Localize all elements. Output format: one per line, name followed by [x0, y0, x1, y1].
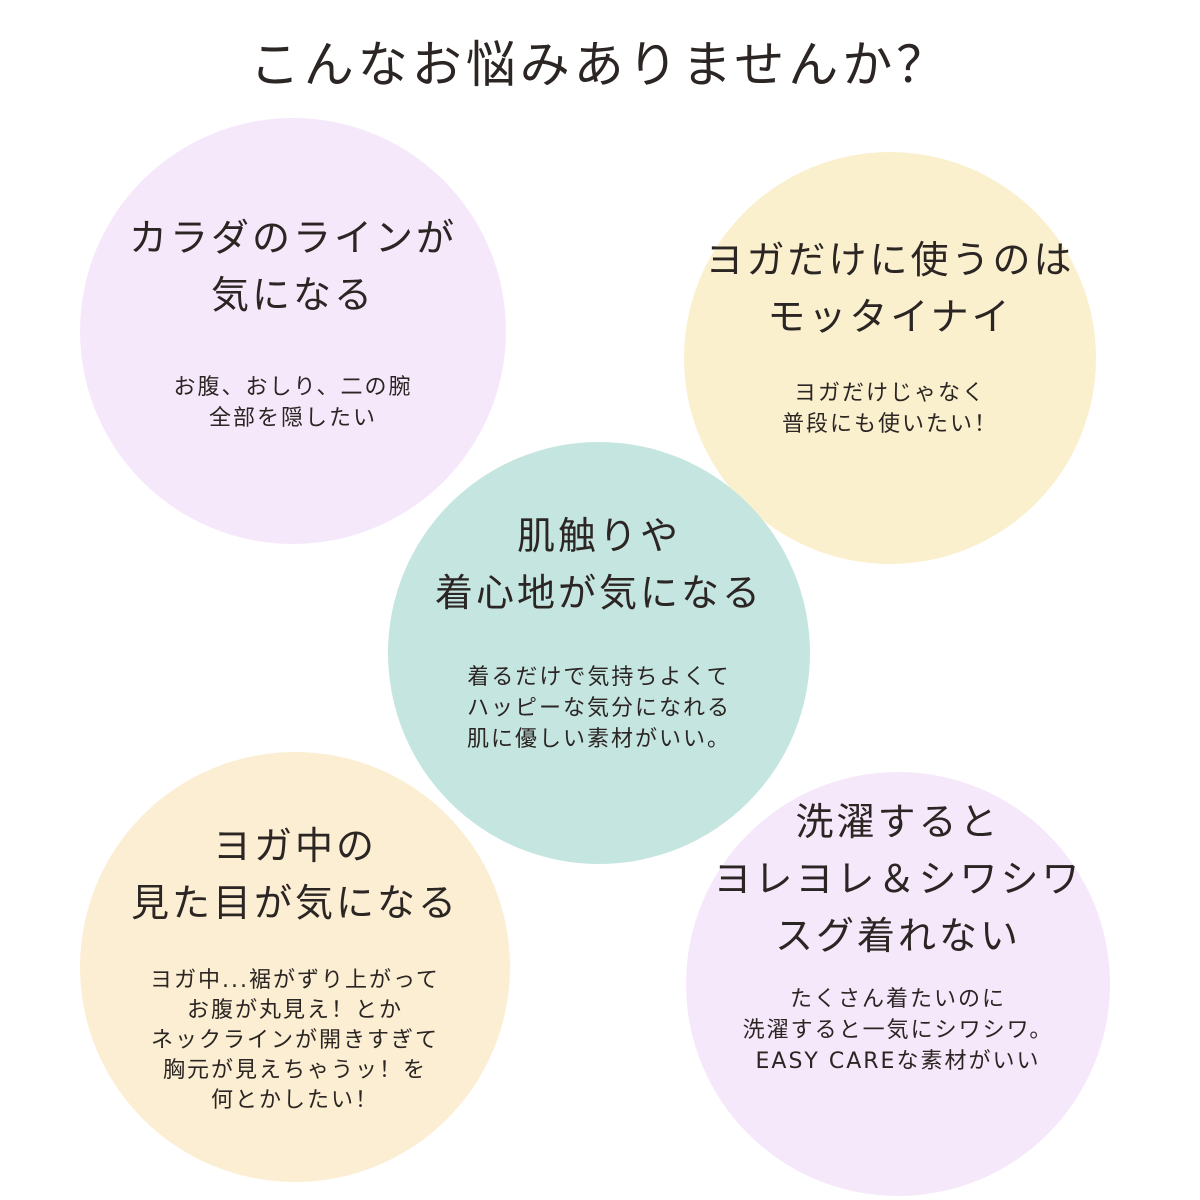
concern-circle-everyday-use: ヨガだけに使うのは モッタイナイ ヨガだけじゃなく 普段にも使いたい！	[684, 152, 1096, 564]
concern-heading-line: ヨレヨレ＆シワシワ	[713, 857, 1083, 901]
concern-heading: ヨガ中の 見た目が気になる	[80, 818, 510, 932]
concern-description: 着るだけで気持ちよくて ハッピーな気分になれる 肌に優しい素材がいい。	[388, 662, 810, 755]
concern-heading-line: モッタイナイ	[767, 295, 1013, 339]
concern-description: ヨガ中...裾がずり上がって お腹が丸見え！とか ネックラインが開きすぎて 胸元…	[80, 966, 510, 1116]
concern-description-line: 普段にも使いたい！	[781, 412, 998, 437]
concern-heading-line: 洗濯すると	[795, 800, 1001, 844]
concern-description-line: ヨガだけじゃなく	[793, 381, 986, 406]
concern-heading: 洗濯すると ヨレヨレ＆シワシワ スグ着れない	[686, 794, 1110, 965]
concern-circle-comfort: 肌触りや 着心地が気になる 着るだけで気持ちよくて ハッピーな気分になれる 肌に…	[388, 442, 810, 864]
concern-description-line: 全部を隠したい	[208, 406, 377, 431]
concern-description: たくさん着たいのに 洗濯すると一気にシワシワ。 EASY CAREな素材がいい	[686, 984, 1110, 1077]
concern-circle-laundry: 洗濯すると ヨレヨレ＆シワシワ スグ着れない たくさん着たいのに 洗濯すると一気…	[686, 772, 1110, 1196]
concern-heading-line: スグ着れない	[774, 914, 1021, 958]
concern-description-line: ヨガ中...裾がずり上がって	[150, 968, 440, 993]
concern-description-line: 洗濯すると一気にシワシワ。	[742, 1018, 1054, 1043]
concern-description: お腹、おしり、二の腕 全部を隠したい	[80, 372, 506, 434]
concern-heading: 肌触りや 着心地が気になる	[388, 508, 810, 622]
concern-description: ヨガだけじゃなく 普段にも使いたい！	[684, 378, 1096, 440]
concern-heading-line: 見た目が気になる	[130, 881, 459, 925]
concern-description-line: 着るだけで気持ちよくて	[467, 665, 731, 690]
concern-heading-line: ヨガだけに使うのは	[705, 238, 1075, 282]
concern-heading-line: カラダのラインが	[128, 216, 457, 260]
concern-description-line: ネックラインが開きすぎて	[150, 1028, 439, 1053]
concern-description-line: 何とかしたい！	[210, 1088, 379, 1113]
concern-description-line: EASY CAREな素材がいい	[755, 1049, 1041, 1074]
concern-description-line: たくさん着たいのに	[789, 987, 1006, 1012]
concern-description-line: お腹が丸見え！とか	[186, 998, 403, 1023]
concern-circle-appearance: ヨガ中の 見た目が気になる ヨガ中...裾がずり上がって お腹が丸見え！とか ネ…	[80, 752, 510, 1182]
concern-description-line: 胸元が見えちゃうッ！を	[162, 1058, 427, 1083]
concern-heading-line: 肌触りや	[516, 514, 681, 558]
concern-heading: ヨガだけに使うのは モッタイナイ	[684, 232, 1096, 346]
concern-description-line: 肌に優しい素材がいい。	[466, 727, 731, 752]
concern-heading: カラダのラインが 気になる	[80, 210, 506, 324]
concern-description-line: ハッピーな気分になれる	[466, 696, 731, 721]
concern-heading-line: ヨガ中の	[212, 824, 377, 868]
concern-heading-line: 気になる	[210, 273, 375, 317]
concern-heading-line: 着心地が気になる	[434, 571, 763, 615]
page-title: こんなお悩みありませんか？	[249, 36, 951, 94]
concern-circle-body-line: カラダのラインが 気になる お腹、おしり、二の腕 全部を隠したい	[80, 118, 506, 544]
concern-description-line: お腹、おしり、二の腕	[173, 375, 413, 400]
